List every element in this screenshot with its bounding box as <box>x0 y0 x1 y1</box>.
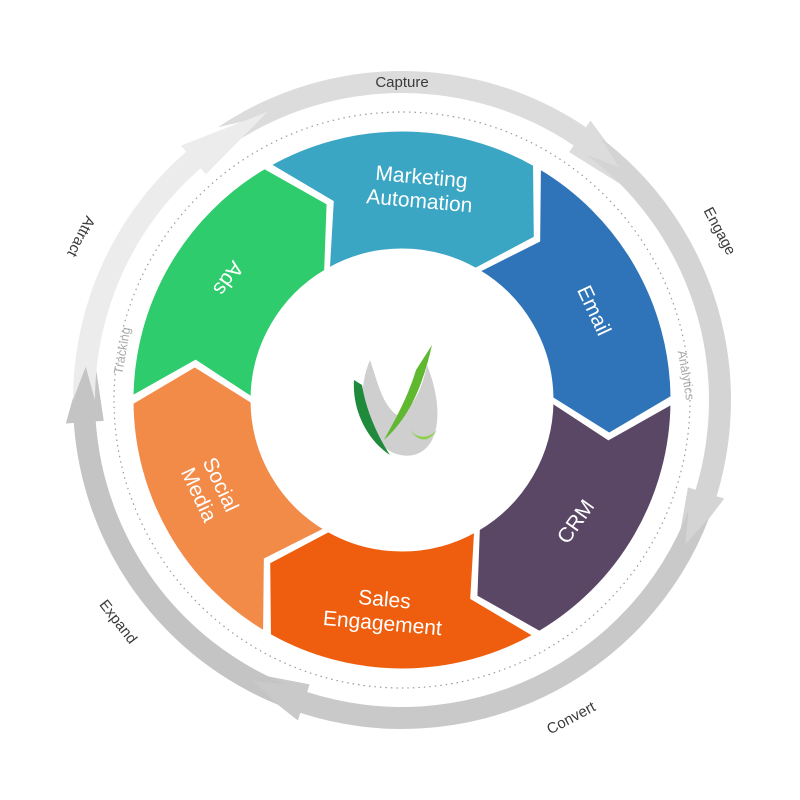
segment-ring: MarketingAutomationEmailCRMSalesEngageme… <box>130 128 674 672</box>
logo-dark-green-stroke <box>353 380 390 455</box>
dotted-separator-ring <box>113 111 691 689</box>
stage-arrow-attract <box>73 111 268 400</box>
segment-label-marketing-automation: MarketingAutomation <box>365 161 475 217</box>
stage-label-capture: Capture <box>375 74 428 91</box>
analytics-label: Analytics <box>675 349 697 401</box>
logo-light-green-stroke <box>410 430 437 440</box>
stage-arrow-convert <box>233 510 710 730</box>
tracking-label: Tracking <box>111 326 133 375</box>
stage-arrow-engage <box>586 137 731 564</box>
brand-logo-icon <box>353 345 438 456</box>
stage-label-attract: Attract <box>63 213 98 260</box>
stage-label-convert: Convert <box>544 698 599 738</box>
logo-green-stroke <box>384 345 432 440</box>
center-circle <box>252 250 552 550</box>
segment-label-line: Sales <box>357 586 411 613</box>
logo-gray-shape <box>362 360 438 456</box>
stage-label-engage: Engage <box>700 204 739 258</box>
stage-arrow-capture <box>218 71 653 205</box>
stage-label-expand: Expand <box>96 597 141 648</box>
